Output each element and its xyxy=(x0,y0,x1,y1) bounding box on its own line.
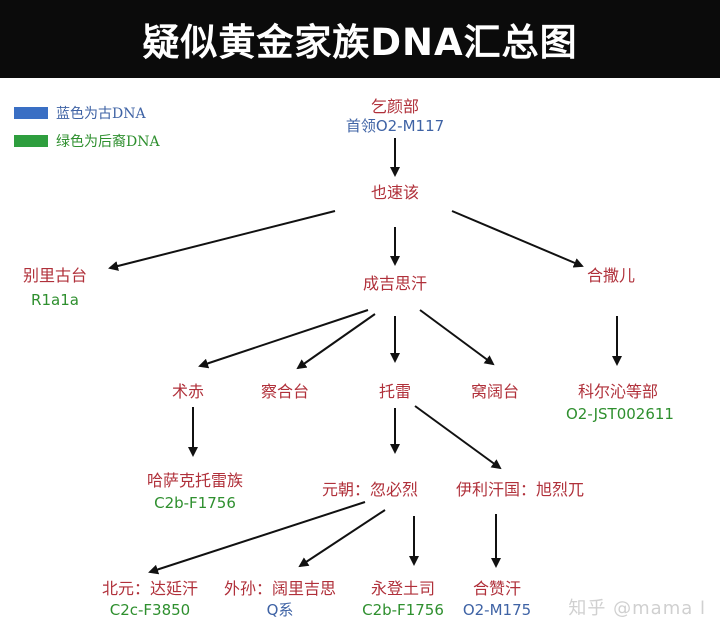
node-tolui: 托雷 xyxy=(355,382,435,402)
legend-swatch-green xyxy=(14,135,48,147)
node-qiyan-code-value: O2-M117 xyxy=(375,117,445,135)
watermark: 知乎 @mama l xyxy=(568,598,706,619)
legend-item-blue: 蓝色为古DNA xyxy=(14,103,146,123)
node-kuochujisi-name: 阔里吉思 xyxy=(272,579,337,598)
node-yesugai-name: 也速该 xyxy=(370,183,419,202)
node-tolui-name: 托雷 xyxy=(378,382,411,401)
node-yesugai: 也速该 xyxy=(345,183,445,203)
node-genghis: 成吉思汗 xyxy=(345,274,445,294)
node-genghis-name: 成吉思汗 xyxy=(362,274,427,293)
node-yuan-name: 元朝：忽必烈 xyxy=(321,480,418,499)
node-ghazan-code: O2-M175 xyxy=(462,601,532,619)
legend-item-green: 绿色为后裔DNA xyxy=(14,131,160,151)
legend-swatch-blue xyxy=(14,107,48,119)
node-kazakh-tore-code: C2b-F1756 xyxy=(154,494,236,512)
node-qasar: 合撒儿 xyxy=(561,266,661,286)
page-title: 疑似黄金家族DNA汇总图 xyxy=(0,0,720,78)
edge-yuan-kuochujisi xyxy=(298,509,386,568)
edge-yuan-northern-yuan xyxy=(148,501,366,575)
edge-yesugai-belgutai xyxy=(108,210,336,271)
node-chagatai: 察合台 xyxy=(245,382,325,402)
node-ogedei-name: 窝阔台 xyxy=(470,382,519,401)
legend-label-green: 绿色为后裔DNA xyxy=(56,134,160,150)
legend-label-blue: 蓝色为古DNA xyxy=(56,106,146,122)
node-qiyan-name: 乞颜部 xyxy=(370,97,419,116)
node-yongdeng: 永登土司 C2b-F1756 xyxy=(348,579,458,620)
node-qiyan-prefix: 首领 xyxy=(345,117,376,135)
node-chagatai-name: 察合台 xyxy=(260,382,309,401)
node-northern-yuan-name: 北元：达延汗 xyxy=(101,579,198,598)
node-ilkhanate-name: 伊利汗国：旭烈兀 xyxy=(455,480,584,499)
edge-genghis-jochi xyxy=(198,309,369,369)
node-qiyan: 乞颜部 首领O2-M117 xyxy=(335,97,455,136)
node-belgutai: 别里古台 R1a1a xyxy=(5,266,105,310)
node-horqin-code: O2-JST002611 xyxy=(566,405,674,423)
node-jochi-name: 术赤 xyxy=(171,382,204,401)
node-ghazan: 合赞汗 O2-M175 xyxy=(452,579,542,620)
node-kuochujisi: 外孙：阔里吉思 Q系 xyxy=(215,579,345,620)
node-jochi: 术赤 xyxy=(148,382,228,402)
node-horqin-name: 科尔沁等部 xyxy=(577,382,658,401)
node-kazakh-tore-name: 哈萨克托雷族 xyxy=(146,471,243,490)
edge-yesugai-qasar xyxy=(451,210,584,268)
node-qasar-name: 合撒儿 xyxy=(586,266,635,285)
node-kuochujisi-code: Q系 xyxy=(266,601,294,619)
node-qiyan-code: 首领O2-M117 xyxy=(335,117,455,136)
edge-genghis-ogedei xyxy=(419,309,495,366)
node-ilkhanate: 伊利汗国：旭烈兀 xyxy=(440,480,600,500)
node-ghazan-name: 合赞汗 xyxy=(472,579,521,598)
node-kuochujisi-prefix: 外孙： xyxy=(223,579,272,598)
node-northern-yuan-code: C2c-F3850 xyxy=(109,601,191,619)
node-belgutai-name: 别里古台 xyxy=(22,266,87,285)
edge-tolui-ilkhanate xyxy=(414,405,502,470)
node-yongdeng-name: 永登土司 xyxy=(370,579,435,598)
node-yuan: 元朝：忽必烈 xyxy=(305,480,435,500)
node-ogedei: 窝阔台 xyxy=(455,382,535,402)
node-kazakh-tore: 哈萨克托雷族 C2b-F1756 xyxy=(130,471,260,513)
node-yongdeng-code: C2b-F1756 xyxy=(362,601,444,619)
node-belgutai-code: R1a1a xyxy=(31,291,79,309)
node-horqin: 科尔沁等部 O2-JST002611 xyxy=(566,382,674,424)
edge-genghis-chagatai xyxy=(296,313,376,370)
node-northern-yuan: 北元：达延汗 C2c-F3850 xyxy=(85,579,215,620)
